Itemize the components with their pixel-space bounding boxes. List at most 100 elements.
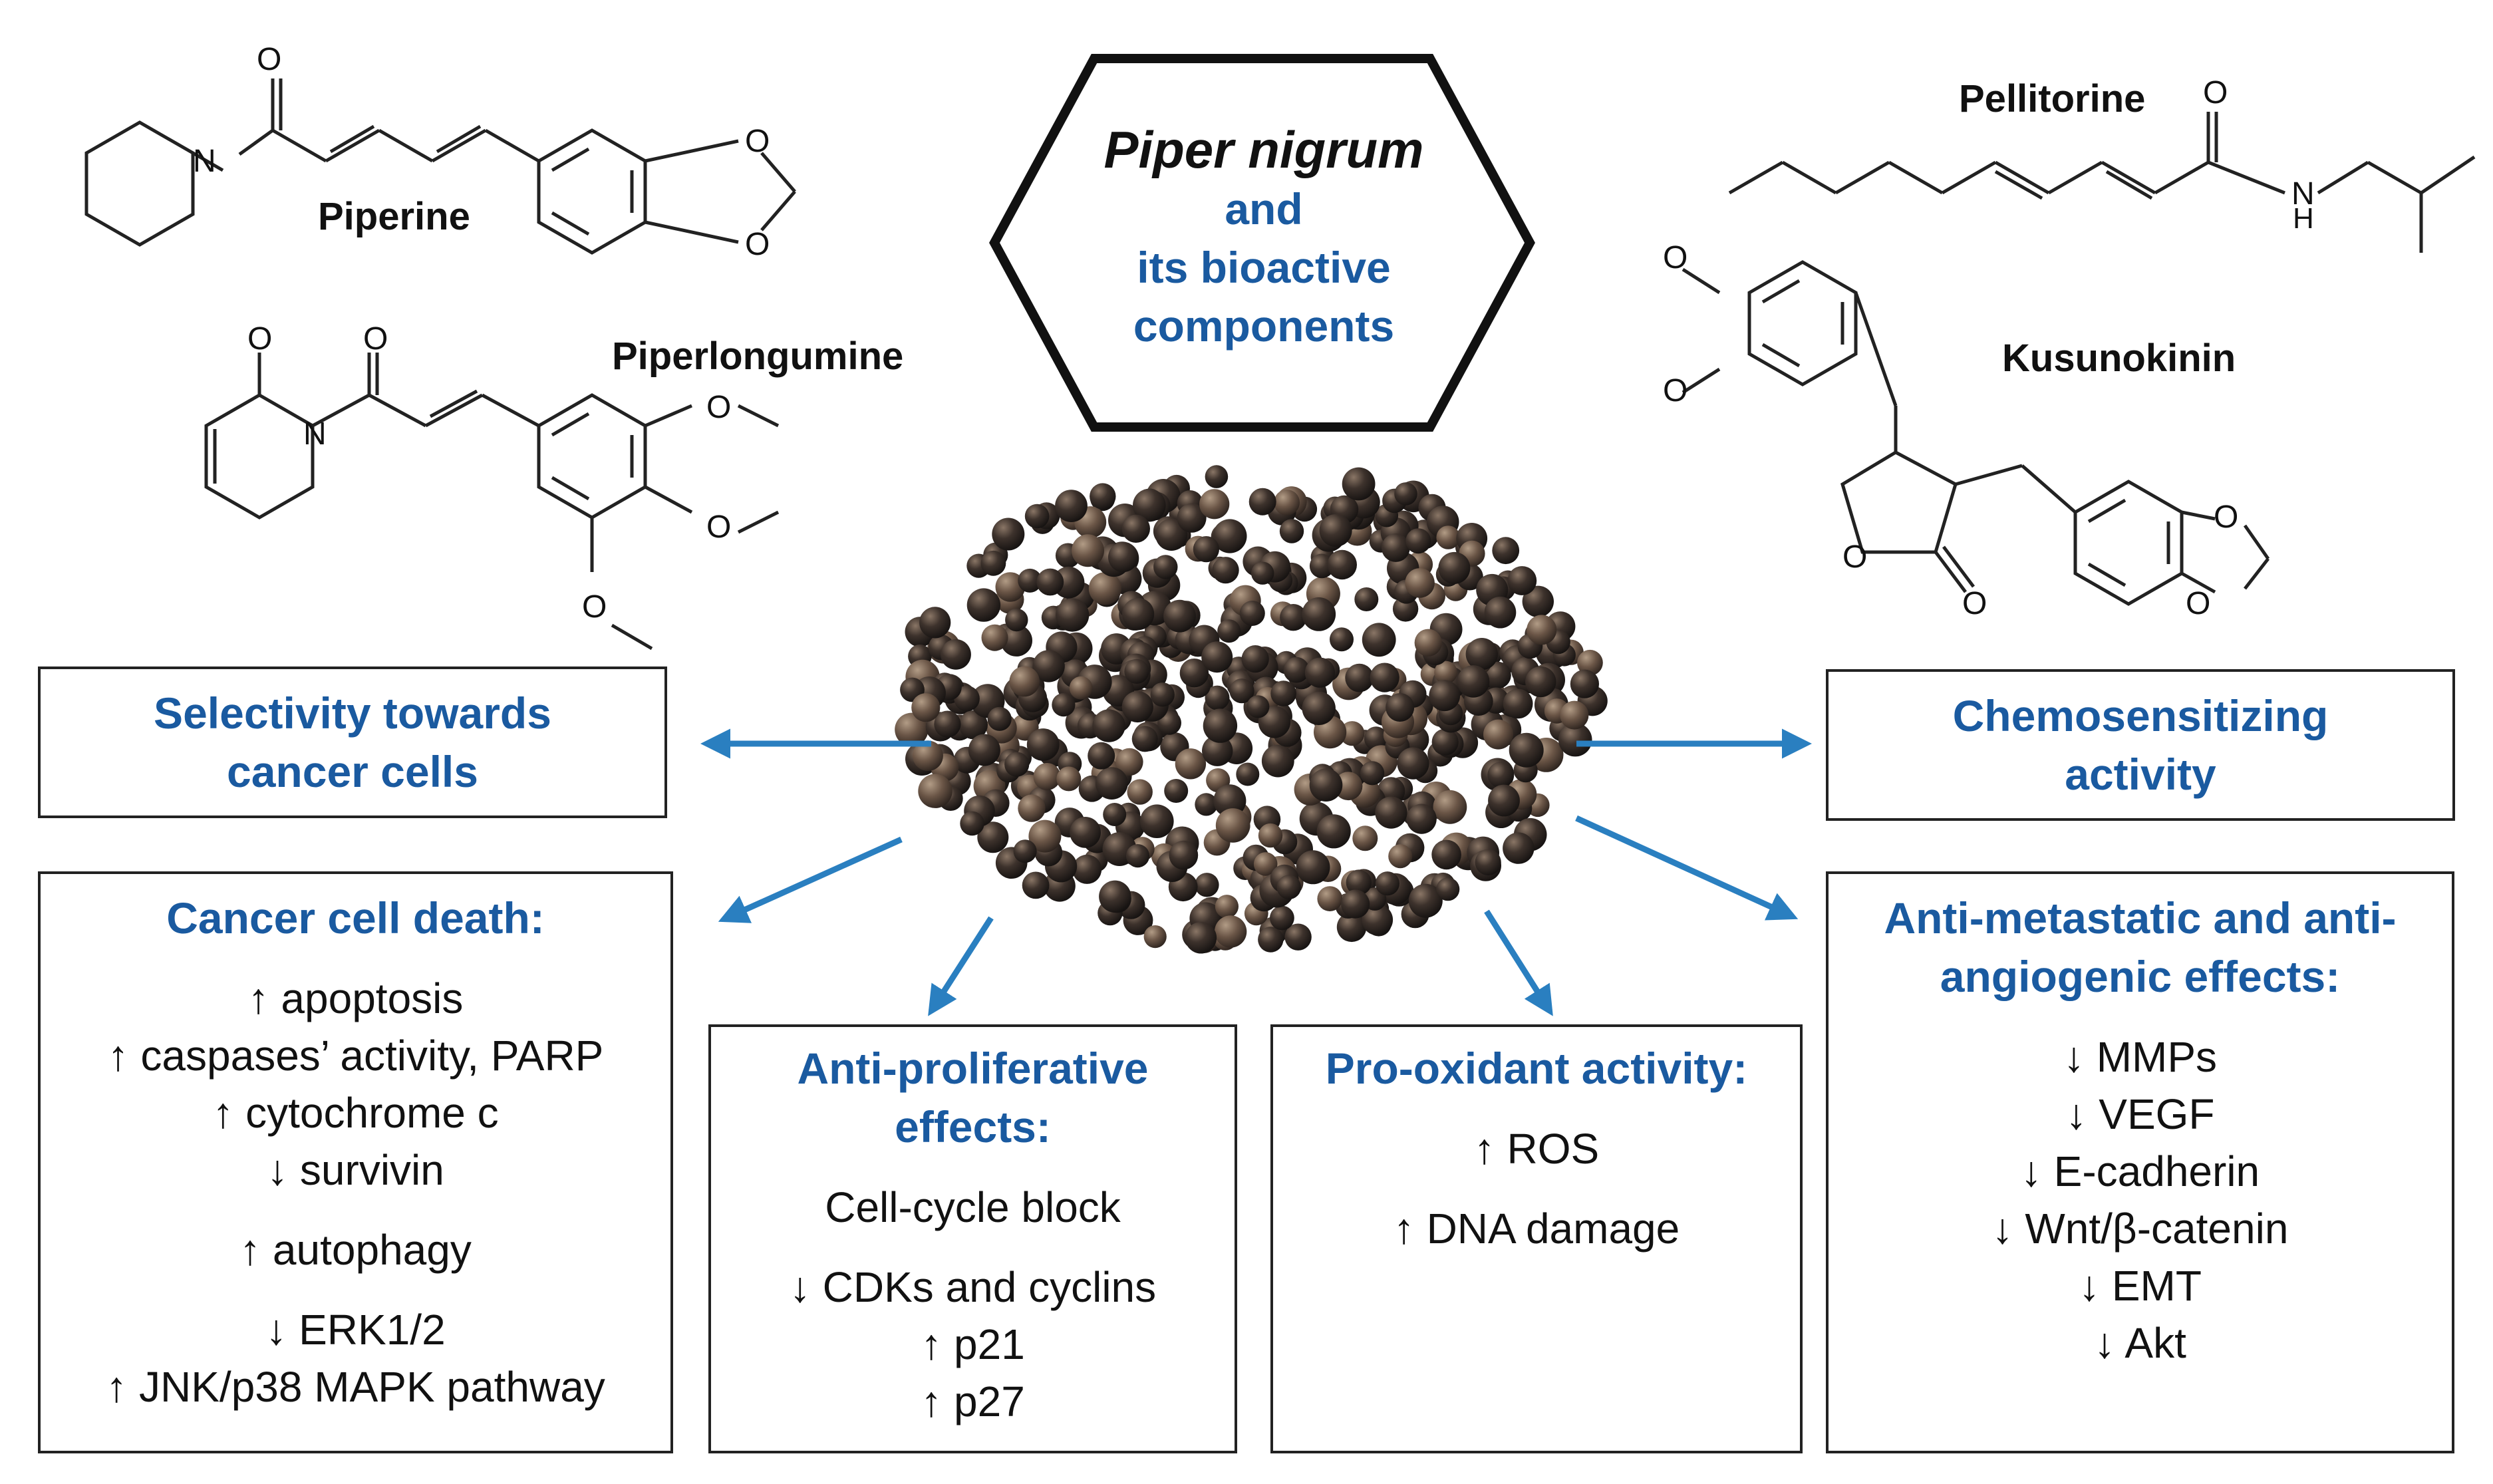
peppercorn bbox=[1193, 536, 1219, 563]
peppercorn bbox=[1099, 880, 1131, 913]
peppercorn bbox=[1375, 871, 1399, 896]
peppercorn bbox=[1028, 819, 1062, 853]
peppercorn bbox=[1179, 659, 1209, 688]
peppercorn bbox=[977, 821, 1009, 853]
peppercorn bbox=[1213, 519, 1247, 553]
peppercorn bbox=[1484, 661, 1511, 689]
peppercorn bbox=[1069, 676, 1093, 700]
pro-oxidant-item: ↑ ROS bbox=[1473, 1125, 1600, 1173]
peppercorn bbox=[1330, 627, 1354, 652]
peppercorn bbox=[1133, 488, 1166, 522]
peppercorn bbox=[1095, 767, 1128, 800]
cancer-cell-death-box: Cancer cell death: ↑ apoptosis ↑ caspase… bbox=[38, 871, 673, 1453]
peppercorn bbox=[1319, 514, 1352, 547]
peppercorn bbox=[1340, 721, 1365, 746]
peppercorn bbox=[1121, 514, 1151, 543]
peppercorn bbox=[1140, 804, 1174, 838]
peppercorn bbox=[1431, 728, 1459, 756]
peppercorn bbox=[1175, 748, 1207, 780]
peppercorn bbox=[1032, 650, 1065, 682]
peppercorn bbox=[1270, 905, 1294, 931]
atom-label-o: O bbox=[745, 124, 770, 159]
peppercorn bbox=[1056, 598, 1090, 632]
selectivity-heading-line: Selectivity towards bbox=[154, 688, 551, 738]
pro-oxidant-box: Pro-oxidant activity: ↑ ROS ↑ DNA damage bbox=[1270, 1024, 1803, 1453]
peppercorn bbox=[960, 811, 984, 836]
peppercorn bbox=[1253, 852, 1278, 876]
peppercorn bbox=[987, 706, 1012, 731]
peppercorn bbox=[1088, 742, 1115, 770]
peppercorn bbox=[1309, 553, 1334, 579]
peppercorn bbox=[1088, 572, 1121, 605]
peppercorn bbox=[1406, 804, 1437, 834]
peppercorn bbox=[1026, 728, 1060, 761]
peppercorn bbox=[1304, 657, 1335, 688]
peppercorn-pile bbox=[895, 465, 1608, 954]
peppercorn bbox=[1345, 663, 1374, 692]
peppercorn bbox=[1185, 922, 1217, 954]
peppercorn bbox=[1558, 722, 1592, 757]
anti-metastatic-item: ↓ EMT bbox=[2079, 1262, 2202, 1310]
peppercorn bbox=[1405, 528, 1431, 554]
peppercorn bbox=[1201, 641, 1233, 673]
peppercorn bbox=[1465, 638, 1498, 670]
peppercorn bbox=[1131, 726, 1158, 752]
peppercorn bbox=[1070, 817, 1101, 848]
peppercorn bbox=[1177, 503, 1207, 533]
kusunokinin-label: Kusunokinin bbox=[2002, 337, 2236, 380]
peppercorn bbox=[1364, 726, 1388, 750]
peppercorn bbox=[968, 734, 1000, 766]
peppercorn bbox=[1394, 482, 1417, 506]
peppercorn bbox=[1055, 490, 1088, 522]
peppercorn bbox=[941, 639, 971, 670]
peppercorn bbox=[1248, 488, 1276, 516]
peppercorn bbox=[1024, 504, 1050, 529]
peppercorn bbox=[1115, 748, 1143, 776]
atom-label-n: N bbox=[193, 144, 216, 179]
peppercorn bbox=[1570, 669, 1599, 698]
peppercorn bbox=[1270, 680, 1296, 706]
peppercorn bbox=[1503, 832, 1535, 864]
peppercorn bbox=[1125, 844, 1150, 868]
peppercorn bbox=[1163, 599, 1196, 633]
chemosensitizing-heading-line: Chemosensitizing bbox=[1952, 691, 2329, 740]
peppercorn bbox=[1195, 793, 1218, 816]
kusunokinin-structure bbox=[1682, 260, 2270, 606]
peppercorn bbox=[1302, 691, 1336, 726]
peppercorn bbox=[1004, 752, 1030, 777]
atom-label-o: O bbox=[706, 390, 732, 425]
peppercorn bbox=[1251, 561, 1274, 585]
anti-proliferative-heading-line: effects: bbox=[895, 1102, 1051, 1151]
atom-label-o: O bbox=[2203, 75, 2228, 110]
peppercorn bbox=[1434, 661, 1458, 684]
peppercorn bbox=[1241, 645, 1269, 673]
peppercorn bbox=[1022, 871, 1050, 899]
peppercorn bbox=[1246, 695, 1270, 718]
peppercorn bbox=[1213, 784, 1246, 817]
peppercorn bbox=[1431, 839, 1461, 870]
atom-label-o: O bbox=[247, 321, 273, 357]
pro-oxidant-item: ↑ DNA damage bbox=[1393, 1205, 1680, 1253]
peppercorn bbox=[1296, 850, 1330, 885]
peppercorn bbox=[1429, 680, 1461, 712]
cancer-cell-death-item: ↑ apoptosis bbox=[247, 974, 464, 1022]
peppercorn bbox=[1052, 693, 1076, 717]
peppercorn bbox=[1302, 597, 1336, 631]
selectivity-heading-line: cancer cells bbox=[227, 747, 478, 796]
atom-label-o: O bbox=[1962, 586, 1987, 621]
peppercorn bbox=[995, 572, 1026, 602]
peppercorn bbox=[1092, 709, 1125, 742]
peppercorn bbox=[918, 774, 953, 808]
peppercorn bbox=[958, 710, 988, 740]
peppercorn bbox=[1475, 849, 1501, 875]
anti-metastatic-item: ↓ E-cadherin bbox=[2020, 1147, 2260, 1195]
peppercorn bbox=[1397, 747, 1429, 780]
piperine-label: Piperine bbox=[318, 195, 470, 238]
peppercorn bbox=[1261, 744, 1294, 778]
atom-label-o: O bbox=[2214, 500, 2239, 535]
arrow-antimetastatic bbox=[1575, 815, 1799, 921]
peppercorn bbox=[934, 710, 961, 738]
cancer-cell-death-item: ↑ cytochrome c bbox=[212, 1089, 499, 1137]
cancer-cell-death-item: ↑ caspases’ activity, PARP bbox=[107, 1032, 604, 1080]
peppercorn bbox=[1013, 839, 1037, 863]
